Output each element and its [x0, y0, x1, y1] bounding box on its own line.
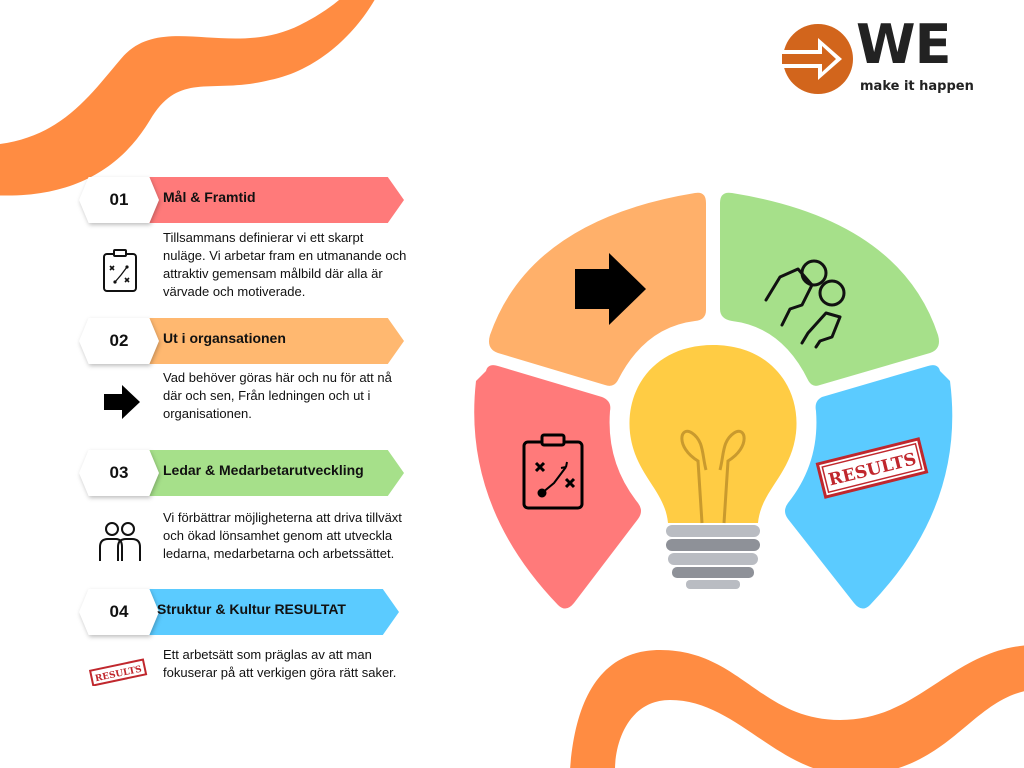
segment-people-icon: [764, 259, 846, 349]
logo-tagline: make it happen: [860, 79, 974, 94]
step-banner-04: 04 Struktur & Kultur RESULTAT: [79, 589, 409, 635]
step-title: Struktur & Kultur RESULTAT: [157, 601, 346, 617]
segment-arrow-icon: [575, 253, 646, 325]
logo-arrow-icon: [782, 24, 853, 94]
step-banner-03: 03 Ledar & Medarbetarutveckling: [79, 450, 409, 496]
logo-wordmark: WE: [856, 13, 951, 76]
segment-people: [720, 192, 939, 386]
top-left-swoosh: [0, 0, 375, 196]
arrow-right-icon: [104, 385, 140, 419]
step-description: Tillsammans definierar vi ett skarpt nul…: [163, 230, 407, 299]
step-description: Ett arbetsätt som präglas av att man fok…: [163, 647, 397, 680]
step-ribbon: [129, 589, 399, 635]
lightbulb-diagram: RESULTS: [474, 192, 953, 609]
step-number: 03: [79, 450, 159, 496]
step-description: Vad behöver göras här och nu för att nå …: [163, 370, 392, 421]
people-icon: [99, 522, 141, 561]
step-ribbon: [134, 318, 404, 364]
step-title: Ut i organsationen: [163, 330, 286, 346]
step-ribbon: [134, 450, 404, 496]
strategy-clipboard-icon: [103, 249, 137, 292]
lightbulb-icon: [629, 345, 797, 589]
step-title: Mål & Framtid: [163, 189, 256, 205]
step-banner-02: 02 Ut i organsationen: [79, 318, 409, 364]
step-banner-01: 01 Mål & Framtid: [79, 177, 409, 223]
step-title: Ledar & Medarbetarutveckling: [163, 462, 364, 478]
step-ribbon: [134, 177, 404, 223]
results-stamp-icon: RESULTS: [88, 658, 148, 686]
step-number: 01: [79, 177, 159, 223]
segment-strategy-icon: [522, 433, 584, 510]
segment-strategy: [474, 365, 641, 609]
step-number: 02: [79, 318, 159, 364]
step-number: 04: [79, 589, 159, 635]
bottom-right-swoosh: [570, 645, 1024, 768]
step-description: Vi förbättrar möjligheterna att driva ti…: [163, 510, 402, 561]
